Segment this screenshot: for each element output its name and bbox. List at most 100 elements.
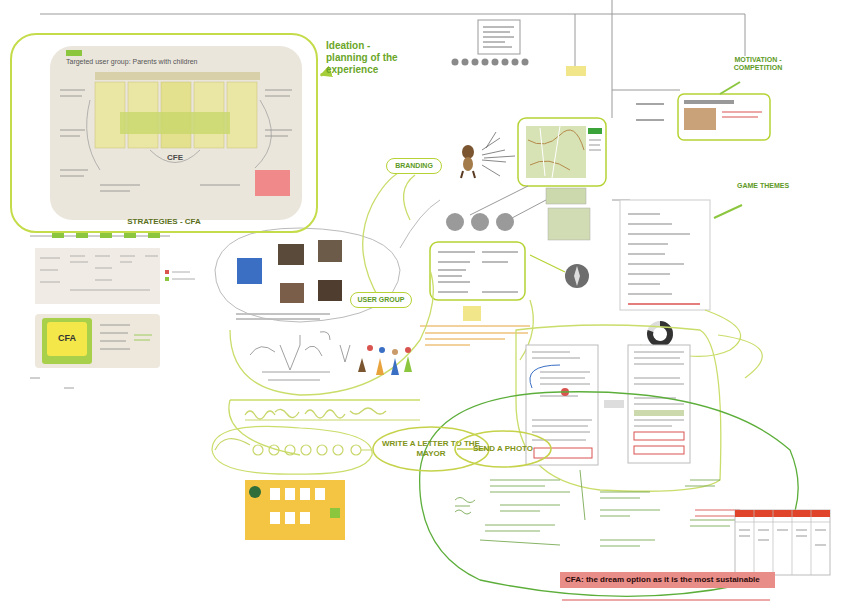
step-circle — [301, 445, 311, 455]
theme-list — [628, 303, 700, 305]
document-page — [628, 345, 690, 463]
motivation-card — [684, 100, 734, 104]
nested-squares — [35, 314, 160, 368]
storyboard — [315, 488, 325, 500]
person-icon — [446, 213, 464, 231]
wire — [575, 14, 576, 66]
nested-squares — [35, 314, 160, 368]
region-label: CFA — [47, 333, 87, 344]
figure-icon — [358, 358, 366, 372]
timeline-chart — [40, 256, 158, 290]
wire — [40, 14, 612, 15]
document-page — [634, 352, 684, 426]
storyboard — [330, 508, 340, 518]
timeline-chart — [100, 233, 112, 238]
dot-row — [522, 59, 529, 66]
theme-list — [620, 200, 710, 310]
step-circle — [351, 445, 361, 455]
nested-squares — [134, 335, 152, 340]
dot-row — [502, 59, 509, 66]
handwritten-ellipse: SEND A PHOTO — [454, 430, 552, 468]
map-card — [518, 118, 606, 186]
photo — [280, 283, 304, 303]
node-text: GAME THEMES — [737, 182, 789, 190]
document-page — [534, 448, 592, 458]
motivation-card — [722, 112, 762, 117]
handwriting — [245, 420, 420, 421]
handwriting — [685, 480, 735, 526]
green-arrow — [714, 205, 742, 218]
nested-squares — [100, 325, 130, 349]
dot-row — [472, 59, 479, 66]
mascot — [461, 145, 475, 178]
node-text: USER GROUP — [357, 296, 404, 304]
sketch — [250, 332, 350, 380]
dot-row — [512, 59, 519, 66]
map-card — [540, 126, 560, 178]
wire — [530, 255, 565, 272]
dot-row — [452, 59, 529, 66]
handwriting — [480, 470, 585, 545]
canvas-board — [95, 72, 260, 80]
sticky-note — [463, 306, 481, 321]
storyboard — [245, 480, 345, 540]
figure-icon — [405, 347, 411, 353]
motivation-card — [684, 108, 716, 130]
node-text: CFE — [167, 153, 183, 163]
user-card — [430, 242, 525, 300]
timeline-chart — [35, 248, 160, 304]
red-scribble — [695, 510, 740, 516]
grey-outline — [400, 200, 440, 248]
storyboard — [270, 488, 280, 500]
theme-list — [628, 214, 690, 294]
sketch — [250, 345, 330, 380]
document-thumbnail — [483, 27, 514, 47]
user-card — [430, 242, 525, 300]
sticky-note — [566, 66, 586, 76]
handwriting — [245, 408, 386, 419]
canvas-board — [120, 112, 230, 134]
wire — [612, 0, 613, 118]
storyboard — [300, 512, 310, 524]
node-text: Ideation - planning of the experience — [326, 40, 408, 76]
dot-row — [492, 59, 499, 66]
photo — [237, 258, 262, 284]
map-card — [526, 126, 586, 178]
motivation-card — [678, 94, 770, 140]
region-label: CFE — [160, 153, 190, 163]
photo — [318, 280, 342, 301]
green-outline — [212, 426, 372, 474]
text-lines — [30, 378, 74, 388]
canvas-board — [50, 46, 302, 220]
figure-icon — [404, 356, 412, 372]
storyboard — [285, 512, 295, 524]
storyboard — [300, 488, 310, 500]
timeline-chart — [172, 272, 195, 279]
storyboard — [270, 512, 280, 524]
canvas-board — [255, 170, 290, 196]
table — [735, 510, 830, 517]
compass-needle — [574, 266, 580, 286]
connector — [321, 73, 323, 77]
dot-row — [452, 59, 459, 66]
document-thumbnail — [478, 20, 520, 54]
timeline-chart — [165, 270, 169, 274]
node-text: BRANDING — [395, 162, 433, 170]
step-circle — [269, 445, 279, 455]
mascot — [462, 145, 474, 159]
step-circle — [285, 445, 295, 455]
nested-squares — [47, 322, 87, 356]
user-card — [438, 252, 518, 292]
photo — [278, 244, 304, 265]
person-icon — [471, 213, 489, 231]
topic-label: MOTIVATION - COMPETITION — [720, 56, 796, 73]
table — [735, 510, 830, 575]
handwriting — [600, 492, 660, 546]
figure-icon — [367, 345, 373, 351]
canvas-board — [60, 90, 292, 191]
figure-icon — [376, 358, 384, 375]
green-curve — [363, 172, 400, 300]
handwriting — [455, 498, 475, 515]
timeline-chart — [30, 233, 195, 304]
